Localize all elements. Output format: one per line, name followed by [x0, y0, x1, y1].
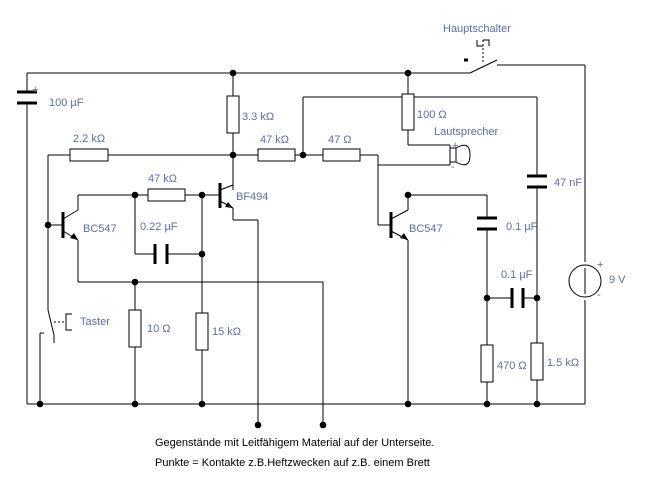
resistor-2k2: [69, 148, 109, 162]
resistor-470: [480, 344, 494, 383]
resistor-100: [401, 93, 415, 131]
contact-point-left: [254, 421, 262, 429]
label-c-01u-mid: 0.1 µF: [501, 269, 533, 281]
battery-source: [568, 264, 602, 298]
label-speaker-plus: +: [452, 140, 458, 152]
main-switch: [464, 39, 498, 74]
label-r-15k: 15 kΩ: [212, 326, 241, 338]
label-r-47k-mid: 47 kΩ: [148, 173, 177, 185]
push-button: [40, 309, 72, 343]
label-battery-minus: -: [597, 289, 601, 301]
resistor-47: [322, 148, 361, 162]
label-r-100: 100 Ω: [417, 109, 447, 121]
label-r-470: 470 Ω: [497, 360, 527, 372]
label-c-01u-top: 0.1 µF: [506, 221, 538, 233]
resistor-47k-mid: [147, 188, 186, 202]
label-speaker: Lautsprecher: [434, 126, 499, 138]
labels: Hauptschalter 100 µF + 3.3 kΩ 100 Ω Laut…: [32, 23, 626, 372]
resistor-3k3: [226, 95, 240, 134]
label-r-3k3: 3.3 kΩ: [242, 111, 274, 123]
speaker: [449, 144, 471, 166]
label-c1: 100 µF: [49, 97, 84, 109]
caption-line-1: Gegenstände mit Leitfähigem Material auf…: [155, 437, 435, 449]
resistor-47k-top: [257, 148, 296, 162]
label-battery-plus: +: [597, 259, 603, 271]
label-r-1k5: 1.5 kΩ: [547, 357, 579, 369]
transistor-bf494: [218, 183, 234, 220]
capacitors: [17, 90, 547, 308]
label-main-switch: Hauptschalter: [443, 23, 511, 35]
label-speaker-minus: -: [451, 161, 455, 173]
contact-point-right: [319, 421, 327, 429]
label-c-47n: 47 nF: [554, 177, 582, 189]
label-r-47: 47 Ω: [328, 134, 352, 146]
label-t-bc547-right: BC547: [409, 223, 443, 235]
label-t-bf494: BF494: [236, 191, 268, 203]
label-c-022u: 0.22 µF: [140, 221, 178, 233]
junctions: [36, 69, 541, 429]
resistor-1k5: [530, 342, 544, 381]
label-t-bc547-left: BC547: [83, 223, 117, 235]
transistor-bc547-right: [389, 209, 409, 241]
transistor-bc547-left: [61, 209, 79, 241]
label-r-47k-top: 47 kΩ: [260, 134, 289, 146]
resistor-10: [128, 309, 142, 348]
label-battery: 9 V: [609, 274, 626, 286]
wires: [26, 64, 586, 425]
caption-line-2: Punkte = Kontakte z.B.Heftzwecken auf z.…: [155, 457, 430, 469]
resistors: [69, 93, 544, 383]
resistor-15k: [195, 312, 209, 351]
label-r-10: 10 Ω: [147, 323, 171, 335]
label-c1-plus: +: [32, 84, 38, 96]
label-r-2k2: 2.2 kΩ: [73, 133, 105, 145]
label-button: Taster: [80, 316, 110, 328]
